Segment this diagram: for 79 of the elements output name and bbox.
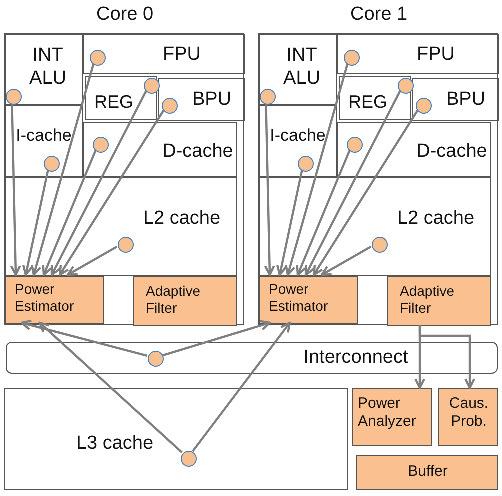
arrow xyxy=(31,63,95,276)
unit-label: BPU xyxy=(445,89,487,112)
arrow xyxy=(312,110,419,276)
unit-box xyxy=(259,105,337,177)
unit-label: L2 cache xyxy=(142,208,222,231)
arrow xyxy=(264,102,276,276)
arrow xyxy=(20,320,148,358)
sensor-dot xyxy=(344,50,360,66)
unit-label: D-cache xyxy=(416,141,488,164)
unit-label: Adaptive Filter xyxy=(146,283,202,317)
unit-label: D-cache xyxy=(162,141,234,164)
core-title: Core 0 xyxy=(95,4,155,27)
sensor-dot xyxy=(162,98,178,114)
unit-label: FPU xyxy=(416,44,456,67)
unit-box xyxy=(83,34,245,74)
sensor-dot xyxy=(260,89,276,105)
arrow xyxy=(162,320,272,357)
arrow xyxy=(38,322,183,454)
unit-label: REG xyxy=(93,92,134,114)
sensor-dot xyxy=(118,237,134,253)
sensor-dot xyxy=(44,156,60,172)
unit-box xyxy=(83,122,237,177)
unit-box xyxy=(337,122,491,177)
module-box xyxy=(438,388,498,446)
unit-box xyxy=(339,76,411,120)
sensor-dot xyxy=(416,98,432,114)
module-box xyxy=(356,455,498,490)
arrow xyxy=(66,246,118,276)
module-box xyxy=(352,388,432,446)
unit-box xyxy=(5,34,83,105)
arrow xyxy=(296,150,351,276)
arrow xyxy=(320,246,372,276)
module-box xyxy=(387,276,491,326)
arrow xyxy=(285,63,349,276)
unit-label: INT ALU xyxy=(282,45,322,91)
unit-label: Buffer xyxy=(407,463,449,481)
sensor-dot xyxy=(298,156,314,172)
arrow xyxy=(276,170,304,276)
arrow xyxy=(192,322,292,452)
sensor-dot xyxy=(148,351,164,367)
arrow xyxy=(42,150,97,276)
sensor-dot xyxy=(144,78,160,94)
sensor-dot xyxy=(181,451,197,467)
unit-label: Interconnect xyxy=(302,347,410,370)
unit-box xyxy=(259,34,337,105)
unit-box xyxy=(5,105,83,177)
unit-label: Caus. Prob. xyxy=(448,395,490,431)
unit-label: L3 cache xyxy=(75,433,155,456)
module-box xyxy=(5,276,104,324)
module-box xyxy=(133,276,237,326)
unit-box xyxy=(412,78,499,121)
unit-label: Power Analyzer xyxy=(358,395,418,431)
unit-label: REG xyxy=(347,92,388,114)
unit-label: I-cache xyxy=(269,126,327,146)
unit-box xyxy=(85,76,157,120)
interconnect-bar xyxy=(6,342,498,374)
sensor-dot xyxy=(93,137,109,153)
unit-box xyxy=(4,388,348,490)
sensor-dot xyxy=(90,50,106,66)
unit-label: Power Estimator xyxy=(15,281,76,315)
sensor-dot xyxy=(347,137,363,153)
arrow xyxy=(418,325,476,390)
sensor-dot xyxy=(372,237,388,253)
unit-label: Power Estimator xyxy=(269,281,330,315)
arrow xyxy=(22,170,50,276)
arrow xyxy=(58,110,165,276)
unit-label: FPU xyxy=(162,44,202,67)
unit-label: I-cache xyxy=(15,126,73,146)
module-box xyxy=(259,276,358,324)
sensor-dot xyxy=(398,78,414,94)
core-title: Core 1 xyxy=(349,4,409,27)
unit-box xyxy=(158,78,245,121)
unit-label: INT ALU xyxy=(28,45,68,91)
unit-label: BPU xyxy=(191,89,233,112)
unit-label: L2 cache xyxy=(396,208,476,231)
unit-box xyxy=(337,34,499,74)
unit-label: Adaptive Filter xyxy=(400,283,456,317)
arrow xyxy=(10,102,22,276)
sensor-dot xyxy=(6,89,22,105)
